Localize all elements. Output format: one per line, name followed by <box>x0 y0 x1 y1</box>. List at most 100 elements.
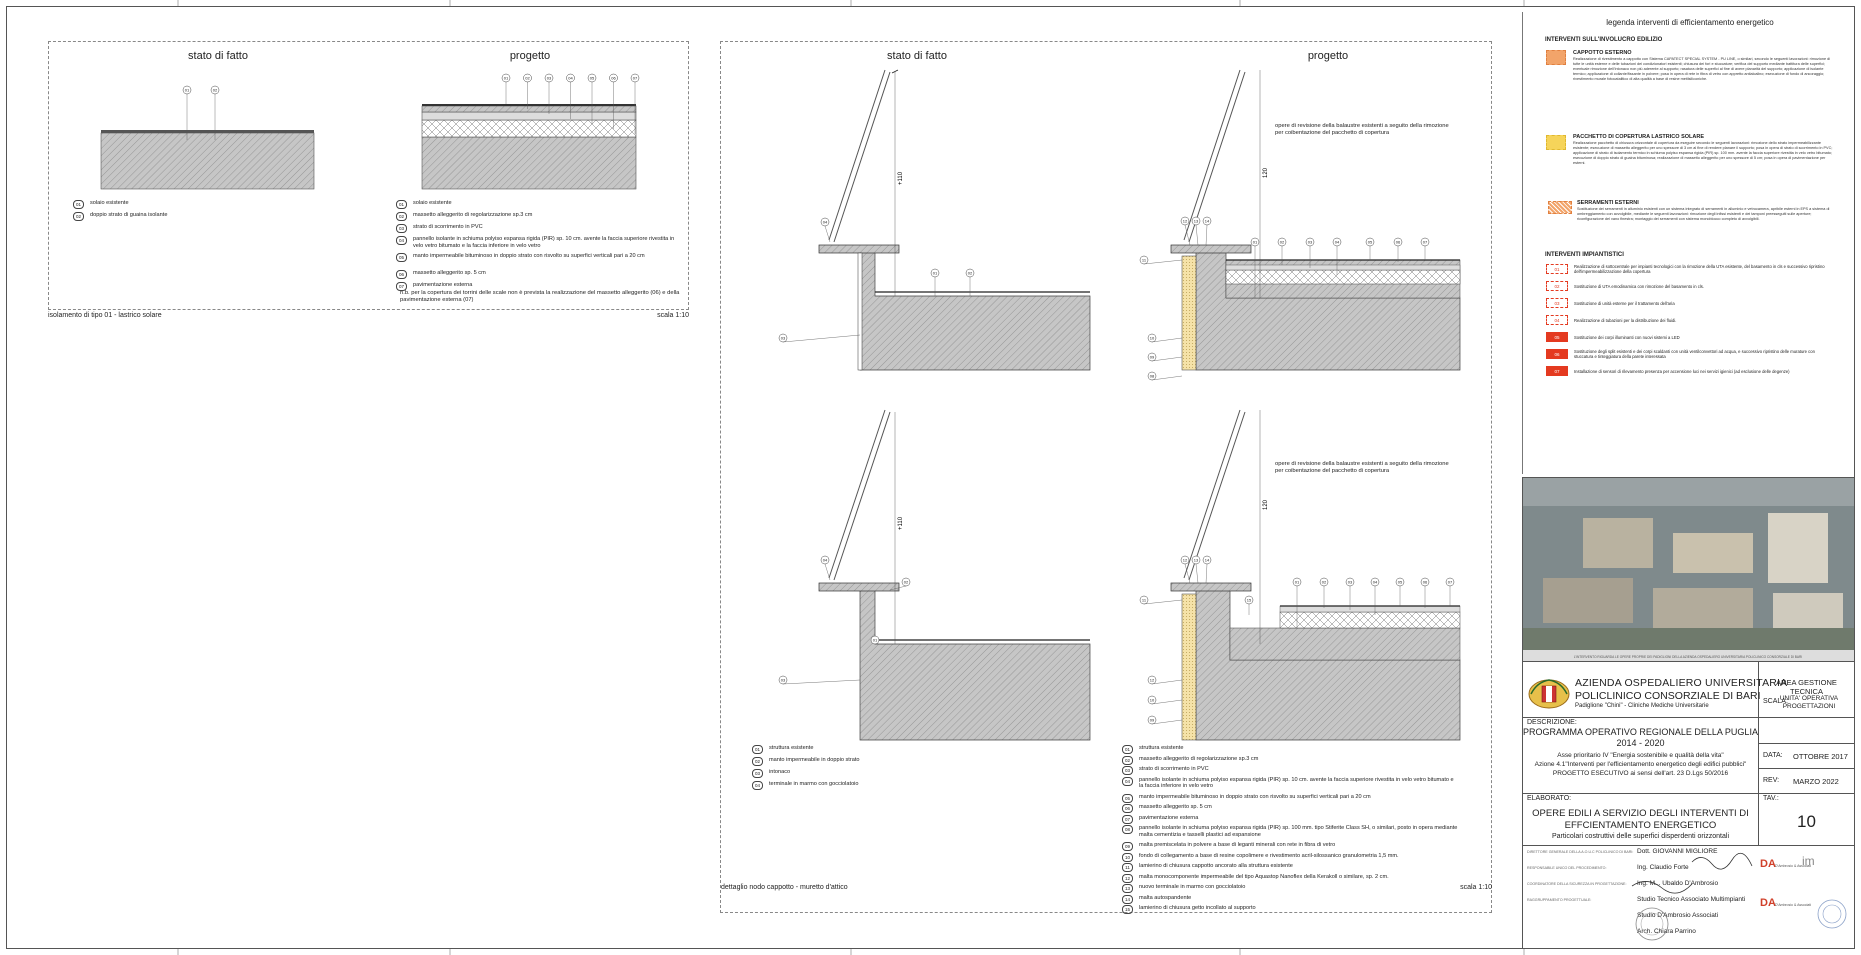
legend-number: 05 <box>1122 793 1133 803</box>
center-tag-08-17-circle <box>1147 371 1157 381</box>
center-tag-03-21-leader <box>782 679 861 685</box>
center-tag-06-13-circle <box>1393 237 1403 247</box>
railing-note-top: opere di revisione della balaustre esist… <box>1275 123 1449 136</box>
impianto-text: Sostituzione di UTA emodinamica con rimo… <box>1574 283 1705 289</box>
center-tag-07-33-circle <box>1445 577 1455 587</box>
area-label: AREA GESTIONE TECNICA <box>1776 678 1837 696</box>
center-tag-03-10: 03 <box>1308 240 1313 245</box>
logo-da-sub-2: D'Ambrosio & Associati <box>1775 903 1812 907</box>
center-tag-01-27-circle <box>1292 577 1302 587</box>
center-tag-12-22-circle <box>1180 555 1190 565</box>
org-line2: POLICLINICO CONSORZIALE DI BARI <box>1575 690 1761 702</box>
center-tag-06-13: 06 <box>1396 240 1401 245</box>
serramenti-title: SERRAMENTI ESTERNI <box>1577 200 1639 206</box>
center-tag-11-7-circle <box>1139 255 1149 265</box>
center-tag-12-34: 12 <box>1150 678 1155 683</box>
legend-number: 07 <box>396 282 407 291</box>
legend-number: 15 <box>1122 905 1133 914</box>
cappotto-title: CAPPOTTO ESTERNO <box>1573 50 1632 56</box>
legend-text: massetto alleggerito di regolarizzazione… <box>413 212 533 218</box>
legend-number: 02 <box>1122 755 1133 765</box>
center-tag-04-11: 04 <box>1335 240 1340 245</box>
center-tag-10-15: 10 <box>1150 336 1155 341</box>
detail-project-bottom: 120 <box>1170 409 1461 741</box>
center-tag-07-14-circle <box>1420 237 1430 247</box>
legend-section-envelope: INTERVENTI SULL'INVOLUCRO EDILIZIO <box>1545 37 1663 43</box>
legend-number: 03 <box>396 224 407 233</box>
left-project-tag-02-circle <box>523 73 532 83</box>
legend-number: 08 <box>1122 825 1133 834</box>
center-tag-10-35-circle <box>1147 695 1157 705</box>
center-tag-13-23: 13 <box>1194 558 1199 563</box>
legend-text: manto impermeabile bituminoso in doppio … <box>413 253 645 259</box>
left-project-tag-06: 06 <box>611 76 616 81</box>
role-row: RAGGRUPPAMENTO PROGETTUALE:Studio Tecnic… <box>1527 896 1757 903</box>
legend-number: 01 <box>396 200 407 209</box>
left-project-tag-05-circle <box>587 73 597 83</box>
legend-title: legenda interventi di efficientamento en… <box>1606 18 1774 27</box>
legend-text: pannello isolante in schiuma polyiso esp… <box>1139 776 1454 790</box>
title-block <box>1522 477 1855 949</box>
center-tag-07-14: 07 <box>1423 240 1428 245</box>
crest-logo <box>1528 679 1570 709</box>
axis-line3: PROGETTO ESECUTIVO ai sensi dell'art. 23… <box>1552 770 1729 777</box>
role-label <box>1527 928 1637 935</box>
impianto-code: 03 <box>1546 298 1568 308</box>
legend-section-plants: INTERVENTI IMPIANTISTICI <box>1545 252 1624 258</box>
pacchetto-title: PACCHETTO DI COPERTURA LASTRICO SOLARE <box>1573 134 1704 140</box>
center-tag-11-25: 11 <box>1142 598 1147 603</box>
rev-label: REV: <box>1763 777 1780 784</box>
legend-text: doppio strato di guaina isolante <box>90 212 168 218</box>
center-tag-02-2-circle <box>965 268 975 278</box>
center-tag-06-32: 06 <box>1423 580 1428 585</box>
center-tag-05-31-circle <box>1395 577 1405 587</box>
role-label: COORDINATORE DELLA SICUREZZA IN PROGETTA… <box>1527 882 1627 886</box>
legend-text: pavimentazione esterna <box>413 282 473 288</box>
legend-number: 03 <box>752 769 763 778</box>
center-tag-03-21: 03 <box>781 678 786 683</box>
legend-number: 12 <box>1122 873 1133 883</box>
legend-number: 04 <box>752 781 763 790</box>
legend-number: 11 <box>1122 863 1133 872</box>
legend-number: 06 <box>1122 804 1133 813</box>
center-scale: scala 1:10 <box>1460 884 1492 891</box>
descr-label: DESCRIZIONE: <box>1527 719 1577 726</box>
left-scale: scala 1:10 <box>657 312 689 319</box>
legend-text: malta premiscelata in polvere a base di … <box>1139 842 1336 848</box>
legend-text: strato di scorrimento in PVC <box>1139 766 1209 772</box>
center-tag-01-27: 01 <box>1295 580 1300 585</box>
center-tag-02-2: 02 <box>968 271 973 276</box>
role-row: DIRETTORE GENERALE DELLA A.O.U.C POLICLI… <box>1527 848 1757 855</box>
role-row: Studio D'Ambrosio Associati <box>1527 912 1757 919</box>
center-tag-11-7: 11 <box>1142 258 1147 263</box>
legend-text: solaio esistente <box>413 200 452 206</box>
center-tag-10-35: 10 <box>1150 698 1155 703</box>
legend-number: 13 <box>1122 884 1133 893</box>
tav-label: TAV.: <box>1763 795 1779 802</box>
data-value: OTTOBRE 2017 <box>1793 752 1848 761</box>
program-line1: PROGRAMMA OPERATIVO REGIONALE DELLA PUGL… <box>1523 727 1758 737</box>
role-label: RESPONSABILE UNICO DEL PROCEDIMENTO: <box>1527 866 1607 870</box>
center-tag-02-28-circle <box>1319 577 1329 587</box>
pacchetto-body: Realizzazione pacchetto di chiusura oriz… <box>1573 141 1833 165</box>
center-tag-09-16-circle <box>1147 352 1157 362</box>
center-tag-09-36-circle <box>1147 715 1157 725</box>
logo-da-sub-1: D'Ambrosio & Associati <box>1775 864 1812 868</box>
center-tag-10-15-circle <box>1147 333 1157 343</box>
legend-row-07: 07 pavimentazione esterna <box>396 282 678 291</box>
left-project-tag-07-circle <box>630 73 640 83</box>
legend-text: struttura esistente <box>1139 745 1184 751</box>
tav-value: 10 <box>1797 812 1816 831</box>
center-tag-04-18-leader <box>824 563 831 581</box>
